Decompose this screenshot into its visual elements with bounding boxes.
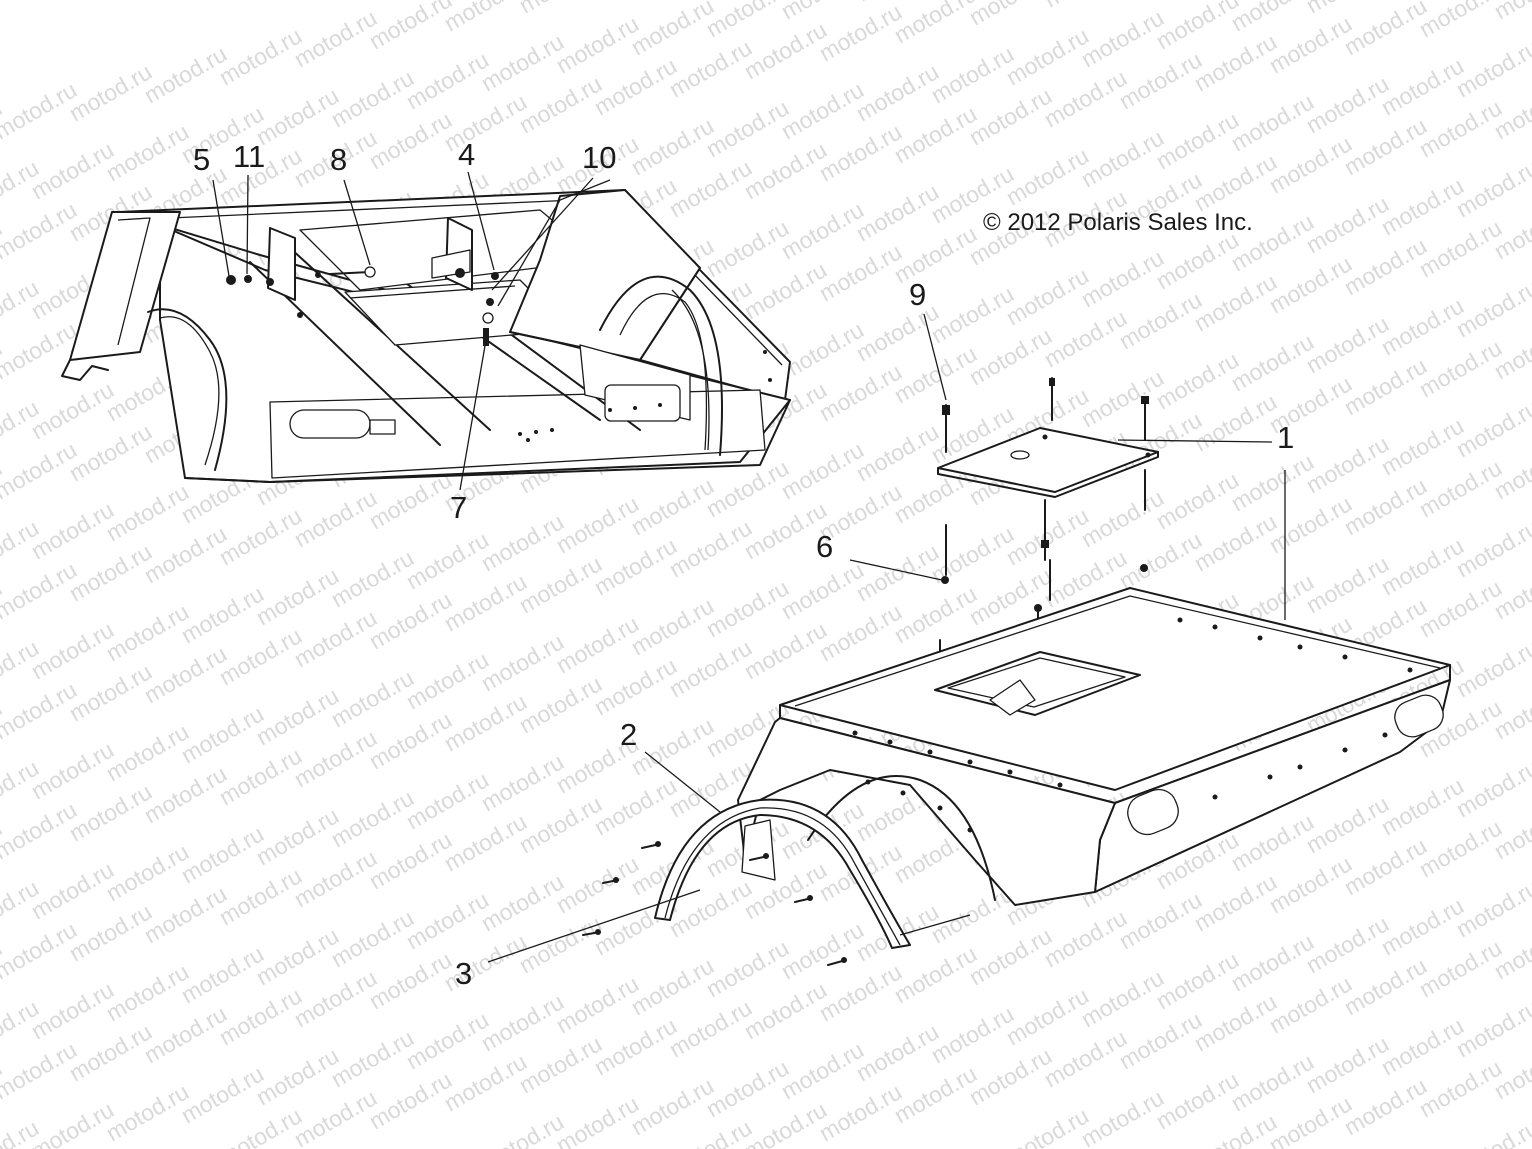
- callout-2: 2: [620, 717, 637, 752]
- rivets: [582, 841, 847, 966]
- leader-lines: [212, 171, 1286, 963]
- watermark-text: motod.ru: [477, 1108, 569, 1149]
- copyright-notice: © 2012 Polaris Sales Inc.: [983, 209, 1253, 236]
- watermark-text: motod.ru: [440, 0, 532, 36]
- callout-labels: 1 2 3 4 5 6 7 8 9 10 11: [193, 137, 1294, 991]
- cargo-box-underside-view: [61, 189, 791, 483]
- callout-4: 4: [458, 137, 475, 172]
- watermark-text: motod.ru: [515, 0, 607, 18]
- watermark-text: motod.ru: [1002, 1102, 1094, 1149]
- watermark-text: motod.ru: [627, 0, 719, 60]
- callout-10: 10: [582, 140, 616, 175]
- watermark-text: motod.ru: [815, 0, 907, 66]
- callout-11: 11: [233, 139, 265, 174]
- watermark-text: motod.ru: [965, 0, 1057, 30]
- cover-plate: [937, 427, 1159, 498]
- watermark-text: motod.ru: [215, 1102, 307, 1149]
- callout-5: 5: [193, 142, 210, 177]
- watermark-text: motod.ru: [1340, 0, 1432, 60]
- callout-8: 8: [330, 142, 347, 177]
- watermark-text: motod.ru: [1040, 0, 1132, 12]
- callout-3: 3: [455, 956, 472, 991]
- callout-9: 9: [909, 277, 926, 312]
- callout-1: 1: [1277, 420, 1294, 455]
- watermark-text: motod.ru: [1490, 0, 1532, 24]
- watermark-text: motod.ru: [1152, 0, 1244, 54]
- watermark-text: motod.ru: [1227, 0, 1319, 36]
- callout-7: 7: [450, 490, 467, 525]
- watermark-text: motod.ru: [1190, 1108, 1282, 1149]
- callout-6: 6: [816, 529, 833, 564]
- watermark-text: motod.ru: [1452, 1114, 1532, 1149]
- wheel-well-flare: [654, 798, 911, 949]
- watermark-text: motod.ru: [365, 0, 457, 54]
- cargo-box-top-view: [737, 587, 1451, 906]
